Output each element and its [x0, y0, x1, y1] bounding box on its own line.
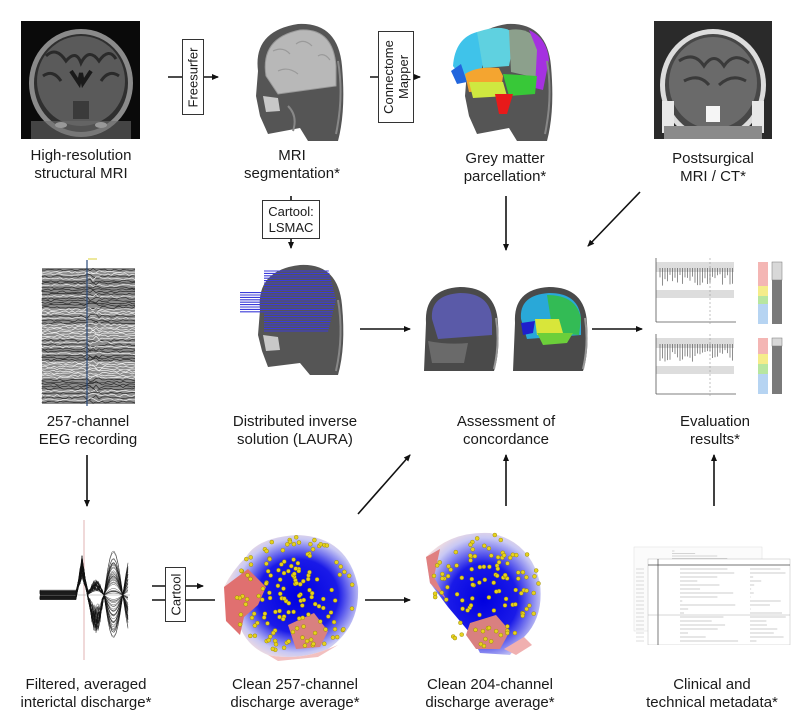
eval-bar-top-blue	[758, 304, 768, 324]
caption-concordance-line1: Assessment of	[456, 413, 556, 430]
connectome-label-line2: Mapper	[396, 54, 411, 100]
caption-postsurgical: Postsurgical MRI / CT*	[643, 150, 783, 186]
caption-metadata: Clinical and technical metadata*	[630, 676, 794, 712]
eval-bar-top-grey-light	[771, 261, 783, 281]
caption-interictal-line1: Filtered, averaged	[25, 676, 147, 693]
caption-clean257-line2: discharge average*	[230, 694, 360, 711]
grey-matter-parcellation-image	[447, 16, 557, 141]
caption-clean204: Clean 204-channel discharge average*	[410, 676, 570, 712]
caption-inverse-solution-line2: solution (LAURA)	[237, 431, 353, 448]
caption-metadata-line2: technical metadata*	[646, 694, 778, 711]
clean-204-topography-image	[420, 527, 550, 657]
clean-257-topography-image	[218, 527, 363, 662]
caption-eeg-recording-line1: 257-channel	[46, 413, 130, 430]
evaluation-results-image	[648, 252, 788, 400]
caption-structural-mri-line1: High-resolution	[30, 147, 132, 164]
caption-clean257: Clean 257-channel discharge average*	[215, 676, 375, 712]
eval-bar-bottom-blue	[758, 374, 768, 394]
caption-postsurgical-line1: Postsurgical	[672, 150, 754, 167]
freesurfer-tool-box: Freesurfer	[182, 39, 204, 115]
mri-segmentation-image	[238, 16, 348, 141]
eval-bar-top-red	[758, 262, 768, 286]
inverse-solution-image	[238, 255, 348, 375]
concordance-head-parcellation-image	[507, 283, 589, 371]
eval-bar-bottom-grey-light	[771, 337, 783, 347]
caption-metadata-line1: Clinical and	[673, 676, 751, 693]
cartool-label: Cartool	[168, 573, 184, 616]
eval-bar-bottom-yellow	[758, 354, 768, 364]
caption-concordance-line2: concordance	[463, 431, 549, 448]
caption-evaluation-line1: Evaluation	[679, 413, 751, 430]
caption-clean257-line1: Clean 257-channel	[232, 676, 358, 693]
caption-postsurgical-line2: MRI / CT*	[680, 168, 746, 185]
caption-mri-segmentation-line1: MRI	[278, 147, 306, 164]
caption-clean204-line1: Clean 204-channel	[427, 676, 553, 693]
caption-inverse-solution: Distributed inverse solution (LAURA)	[215, 413, 375, 449]
eval-bar-top-yellow	[758, 286, 768, 296]
eval-bar-bottom-grey-dark	[772, 346, 782, 394]
caption-structural-mri-line2: structural MRI	[34, 165, 128, 182]
caption-mri-segmentation: MRI segmentation*	[222, 147, 362, 183]
caption-grey-matter: Grey matter parcellation*	[435, 150, 575, 186]
caption-mri-segmentation-line2: segmentation*	[244, 165, 340, 182]
arrow-clean257-to-concordance	[357, 454, 411, 515]
caption-eeg-recording-line2: EEG recording	[38, 431, 138, 448]
structural-mri-image	[21, 21, 140, 139]
caption-interictal-line2: interictal discharge*	[20, 694, 152, 711]
eval-bar-top-green	[758, 296, 768, 304]
caption-concordance: Assessment of concordance	[431, 413, 581, 449]
caption-interictal: Filtered, averaged interictal discharge*	[6, 676, 166, 712]
lsmac-label-line1: Cartool:	[268, 203, 314, 219]
caption-eeg-recording: 257-channel EEG recording	[18, 413, 158, 449]
lsmac-label-line2: LSMAC	[268, 219, 314, 235]
postsurgical-mri-image	[654, 21, 772, 139]
caption-evaluation: Evaluation results*	[640, 413, 790, 449]
cartool-lsmac-tool-box: Cartool:LSMAC	[262, 200, 320, 239]
caption-inverse-solution-line1: Distributed inverse	[232, 413, 358, 430]
caption-grey-matter-line2: parcellation*	[463, 168, 547, 185]
eeg-recording-image	[40, 258, 136, 406]
caption-structural-mri: High-resolution structural MRI	[0, 147, 162, 183]
caption-evaluation-line2: results*	[689, 431, 741, 448]
cartool-tool-box: Cartool	[165, 567, 186, 622]
interictal-discharge-image	[38, 520, 130, 660]
concordance-head-source-image	[418, 283, 500, 371]
eval-bar-bottom-red	[758, 338, 768, 354]
eval-bar-top-grey-dark	[772, 280, 782, 324]
eval-bar-bottom-green	[758, 364, 768, 374]
clinical-metadata-image	[632, 545, 792, 645]
caption-clean204-line2: discharge average*	[425, 694, 555, 711]
arrow-postsurgical-to-concordance	[587, 191, 641, 247]
caption-grey-matter-line1: Grey matter	[465, 150, 545, 167]
connectome-label-line1: Connectome	[381, 40, 396, 114]
freesurfer-label: Freesurfer	[185, 47, 201, 107]
